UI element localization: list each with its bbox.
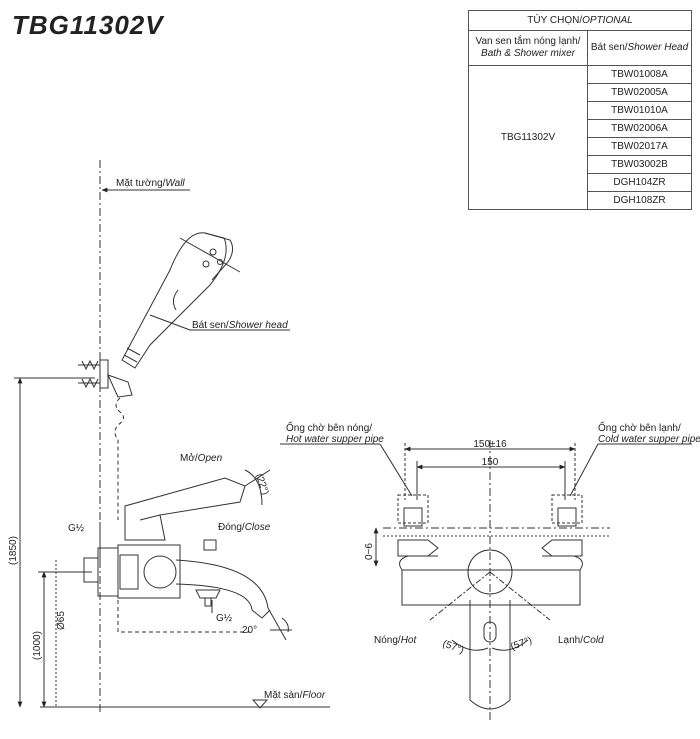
thread-top: G½ (68, 523, 85, 534)
col-mixer-header: Van sen tắm nóng lạnh/Bath & Shower mixe… (468, 30, 588, 66)
height-total: (1850) (8, 536, 19, 565)
dim-inner: 150 (482, 457, 499, 468)
open-angle: (22°) (253, 472, 271, 496)
dim-offset: 0~6 (364, 543, 375, 560)
hot-label: Nóng/Hot (374, 635, 417, 646)
shower-head-icon (121, 232, 241, 369)
close-label: Đóng/Close (218, 522, 271, 533)
mixer-model-cell: TBG11302V (468, 65, 588, 210)
model-title: TBG11302V (12, 10, 164, 40)
shower-head-label: Bát sen/Shower head (192, 320, 288, 331)
hot-pipe-label: Ống chờ bên nóng/ (286, 420, 372, 434)
spout-angle: 20° (242, 625, 257, 636)
cold-pipe-label-en: Cold water supper pipe (598, 434, 700, 445)
hot-pipe-label-en: Hot water supper pipe (286, 434, 384, 445)
front-view (280, 440, 692, 720)
cold-pipe-icon (541, 494, 583, 557)
floor-label: Mặt sàn/Floor (264, 690, 326, 701)
floor-marker-icon (251, 699, 269, 709)
mixer-side-icon (83, 477, 271, 619)
shower-leader (149, 314, 191, 331)
cold-label: Lạnh/Cold (558, 635, 604, 646)
mixer-front-icon (399, 549, 583, 710)
cold-angle: (57°) (509, 635, 533, 653)
cold-pipe-label: Ống chờ bên lạnh/ (598, 420, 681, 434)
wall-label: Mặt tường/Wall (116, 178, 185, 189)
side-view (14, 160, 330, 712)
wall-bracket-icon (78, 359, 109, 389)
hot-pipe-icon (397, 494, 439, 557)
thread-bottom: G½ (216, 613, 233, 624)
options-table: TÙY CHỌN/OPTIONAL Van sen tắm nóng lạnh/… (468, 10, 692, 210)
diameter: Ø65 (56, 611, 67, 630)
hot-angle: (57°) (441, 638, 465, 656)
shower-head-cell: DGH108ZR (587, 191, 692, 210)
open-label: Mở/Open (180, 452, 223, 464)
height-mixer: (1000) (32, 631, 43, 660)
dim-outer: 150±16 (473, 439, 507, 450)
